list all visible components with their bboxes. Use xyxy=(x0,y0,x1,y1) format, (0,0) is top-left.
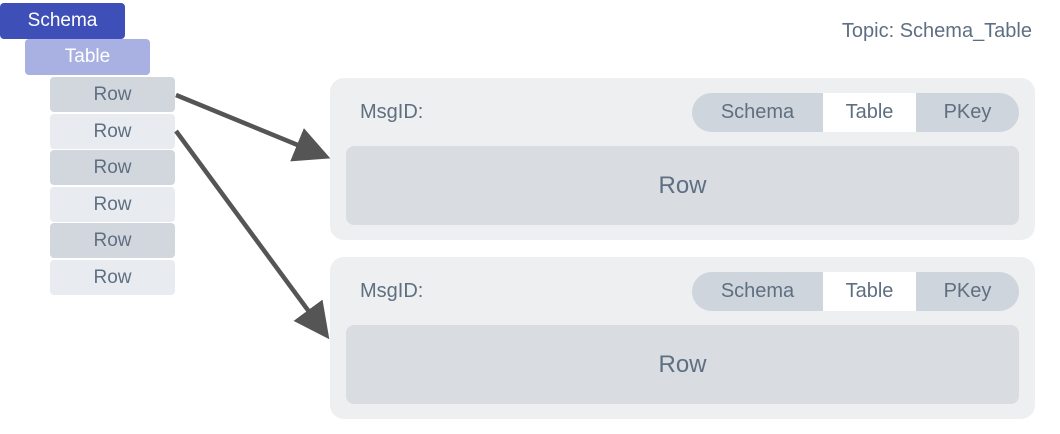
key-table: Table xyxy=(823,272,916,311)
row-item-3: Row xyxy=(50,150,175,185)
key-table: Table xyxy=(823,93,916,132)
message-key-pill: Schema Table PKey xyxy=(692,93,1019,132)
topic-label: Topic: Schema_Table xyxy=(841,20,1032,42)
row-item-4: Row xyxy=(50,187,175,222)
row-item-2: Row xyxy=(50,114,175,149)
message-row-body: Row xyxy=(346,146,1019,225)
msgid-label: MsgID: xyxy=(360,279,424,302)
arrow-row2-to-message2 xyxy=(174,129,330,340)
message-card-2: MsgID: Schema Table PKey Row xyxy=(330,257,1035,419)
arrow-row1-to-message1 xyxy=(175,92,331,162)
row-item-6: Row xyxy=(50,260,175,295)
message-key-pill: Schema Table PKey xyxy=(692,272,1019,311)
schema-badge: Schema xyxy=(0,3,125,39)
key-pkey: PKey xyxy=(916,93,1019,132)
row-item-5: Row xyxy=(50,223,175,258)
message-card-1: MsgID: Schema Table PKey Row xyxy=(330,78,1035,240)
key-schema: Schema xyxy=(692,272,823,311)
table-badge: Table xyxy=(25,39,150,75)
message-row-body: Row xyxy=(346,325,1019,404)
key-pkey: PKey xyxy=(916,272,1019,311)
key-schema: Schema xyxy=(692,93,823,132)
row-item-1: Row xyxy=(50,77,175,112)
msgid-label: MsgID: xyxy=(360,100,424,123)
